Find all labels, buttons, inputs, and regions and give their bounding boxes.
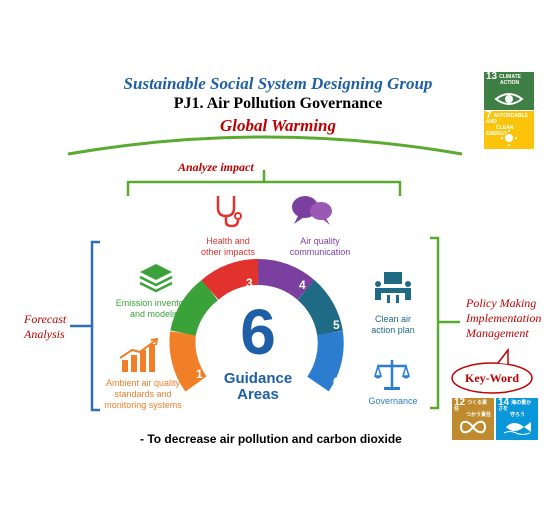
governance-label: Governance xyxy=(368,396,418,406)
segment-number-4: 4 xyxy=(299,278,306,292)
group-title: Sustainable Social System Designing Grou… xyxy=(123,74,433,93)
emission-label: Emission inventories and modeling xyxy=(112,298,202,320)
segment-number-1: 1 xyxy=(196,367,203,381)
center-number: 6 xyxy=(240,296,276,368)
communication-label: Air quality communication xyxy=(280,236,360,258)
ambient-label-2: standards and xyxy=(114,389,172,399)
forecast-label-2: Analysis xyxy=(24,327,65,341)
forecast-label-1: Forecast xyxy=(24,312,67,326)
segment-number-6: 6 xyxy=(333,375,340,389)
sdg-12-label-1: つくる責任 xyxy=(454,400,488,412)
sdg-12-number: 12 xyxy=(454,397,466,408)
health-label-1: Health and xyxy=(206,236,250,246)
sun-icon xyxy=(501,130,517,146)
policy-label-1: Policy Making xyxy=(466,296,537,310)
sdg-14-number: 14 xyxy=(498,397,510,408)
emission-label-1: Emission inventories xyxy=(115,298,199,308)
meeting-icon xyxy=(375,272,411,303)
analyze-impact-label: Analyze impact xyxy=(178,160,254,174)
ring-segment-2 xyxy=(170,279,219,337)
ring-segment-4 xyxy=(257,258,315,301)
guidance-ring xyxy=(169,258,344,392)
health-label-2: other impacts xyxy=(200,247,256,257)
emission-label-2: and modeling xyxy=(129,309,185,319)
keyword-bubble xyxy=(451,362,533,394)
clean-air-label-2: action plan xyxy=(371,325,415,335)
analyze-bracket xyxy=(126,170,402,196)
segment-number-2: 2 xyxy=(206,311,213,325)
infinity-icon xyxy=(459,420,487,434)
stethoscope-icon xyxy=(216,196,242,228)
sdg-12-label-2: つかう責任 xyxy=(466,412,492,418)
ring-segment-1 xyxy=(169,331,207,392)
project-title: PJ1. Air Pollution Governance xyxy=(173,95,383,112)
communication-label-1: Air quality xyxy=(300,236,340,246)
clean-air-label-1: Clean air xyxy=(374,314,412,324)
eye-globe-icon xyxy=(494,93,524,105)
center-line-2: Areas xyxy=(237,386,279,403)
policy-label-2: Implementation xyxy=(466,311,542,325)
keyword-label: Key-Word xyxy=(465,371,519,385)
fish-icon xyxy=(503,422,531,435)
ring-segment-5 xyxy=(297,280,343,336)
segment-number-5: 5 xyxy=(333,318,340,332)
scales-icon xyxy=(374,360,410,390)
layers-icon xyxy=(139,264,173,293)
forecast-bracket xyxy=(70,240,100,412)
ambient-label-1: Ambient air quality xyxy=(105,378,181,388)
ambient-label-3: monitoring systems xyxy=(104,400,182,410)
ring-segment-3 xyxy=(201,258,259,301)
center-line-1: Guidance xyxy=(223,370,293,387)
policy-label-3: Management xyxy=(466,326,529,340)
sdg-13-label-1: CLIMATE xyxy=(499,74,521,80)
sdg-14-label-1: 海の豊かさを xyxy=(498,400,532,412)
sdg-13-label-2: ACTION xyxy=(500,80,520,86)
keyword-bubble-tail xyxy=(497,347,509,364)
top-arc xyxy=(67,135,463,156)
sdg-7-label-1: AFFORDABLE AND xyxy=(486,113,529,125)
theme-title: Global Warming xyxy=(219,116,337,135)
ambient-label: Ambient air quality standards and monito… xyxy=(98,378,188,411)
footer-note: - To decrease air pollution and carbon d… xyxy=(140,432,402,446)
ring-segment-6 xyxy=(306,331,344,392)
sdg-7-number: 7 xyxy=(486,110,492,121)
policy-bracket xyxy=(430,236,460,410)
communication-label-2: communication xyxy=(289,247,351,257)
segment-number-3: 3 xyxy=(246,276,253,290)
sdg-14-label-2: 守ろう xyxy=(510,412,526,418)
speech-bubbles-icon xyxy=(292,196,332,225)
bar-chart-icon xyxy=(119,338,159,372)
sdg-7-label-2: CLEAN ENERGY xyxy=(486,125,514,137)
health-label: Health and other impacts xyxy=(190,236,266,258)
sdg-13-number: 13 xyxy=(486,71,498,82)
clean-air-label: Clean air action plan xyxy=(360,314,426,336)
